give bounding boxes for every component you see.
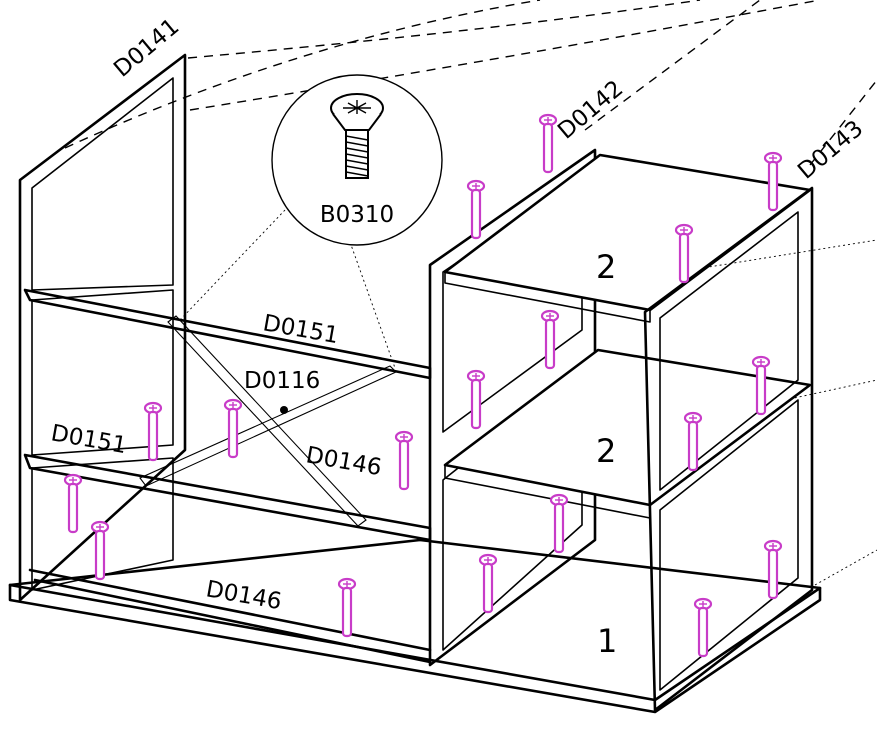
left-frame: [18, 53, 187, 602]
screw-7: [751, 355, 771, 416]
screw-callout: B0310: [179, 74, 443, 369]
screw-10: [223, 398, 243, 459]
right-frame: [643, 186, 814, 712]
screw-2: [466, 179, 486, 240]
countersunk-screw-icon: [330, 93, 384, 179]
screw-4: [674, 223, 694, 284]
screw-9: [143, 401, 163, 462]
part-labels: D0141 D0142 D0143 D0151 D0151 D0116 D014…: [49, 14, 868, 615]
label-d0142: D0142: [553, 76, 628, 145]
screw-17: [693, 597, 713, 658]
label-d0146-mid: D0146: [304, 442, 384, 481]
label-d0143: D0143: [793, 116, 868, 185]
screw-3: [763, 151, 783, 212]
leader-lines: [64, 0, 877, 586]
compartment-numbers: 2 2 1: [596, 248, 617, 660]
label-d0116: D0116: [244, 368, 320, 394]
screw-1: [538, 113, 558, 174]
screw-18: [337, 577, 357, 638]
screw-6: [466, 369, 486, 430]
screws: [63, 113, 783, 658]
label-d0146-bottom: D0146: [204, 576, 284, 615]
screw-12: [63, 473, 83, 534]
screw-code-label: B0310: [320, 202, 394, 228]
screw-13: [90, 520, 110, 581]
shelves: [443, 153, 812, 519]
label-d0141: D0141: [109, 14, 184, 83]
screw-5: [540, 309, 560, 370]
compartment-middle: 2: [596, 432, 616, 470]
diagonal-brace: [139, 315, 397, 527]
compartment-upper: 2: [596, 248, 616, 286]
screw-11: [394, 430, 414, 491]
screw-8: [683, 411, 703, 472]
compartment-lower: 1: [597, 622, 617, 660]
screw-15: [478, 553, 498, 614]
screw-16: [763, 539, 783, 600]
screw-14: [549, 493, 569, 554]
